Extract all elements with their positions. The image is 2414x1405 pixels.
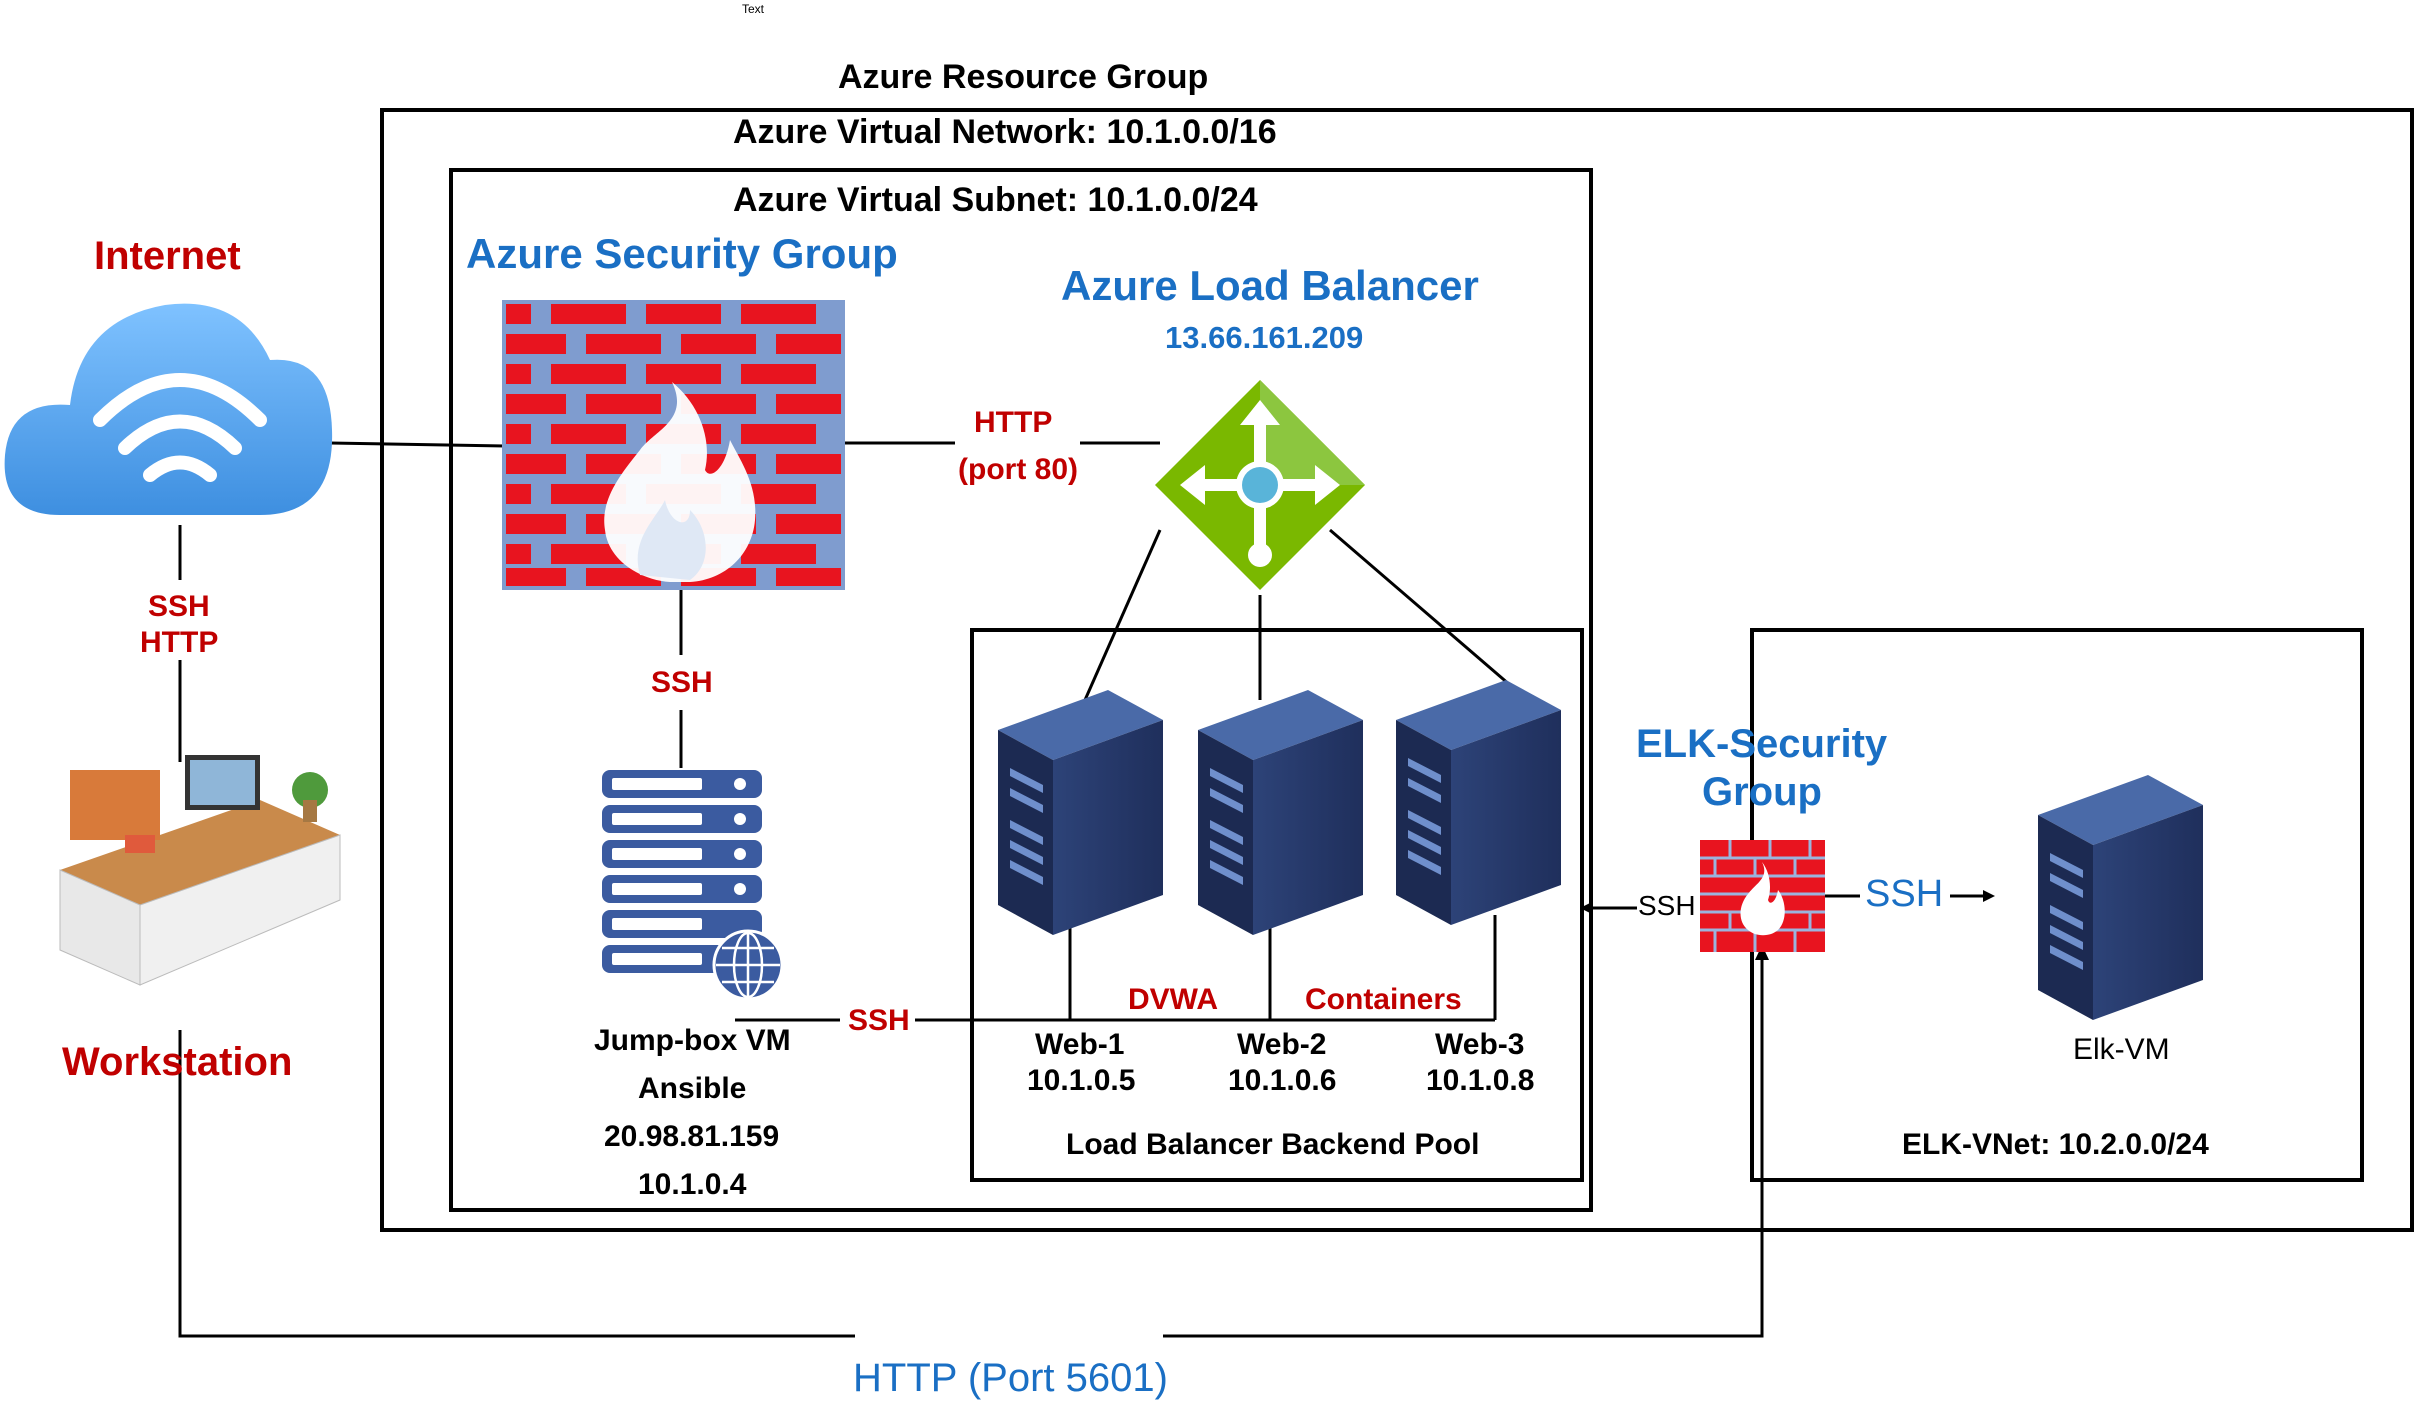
web2-name: Web-2 bbox=[1237, 1028, 1327, 1061]
web2-ip: 10.1.0.6 bbox=[1228, 1064, 1337, 1097]
vnet-label: Azure Virtual Network: 10.1.0.0/16 bbox=[733, 113, 1277, 151]
security-group-label: Azure Security Group bbox=[466, 230, 898, 277]
jumpbox-ssh-label: SSH bbox=[848, 1004, 910, 1037]
jumpbox-public-ip: 20.98.81.159 bbox=[604, 1120, 780, 1153]
kibana-link-line-a bbox=[178, 1030, 855, 1338]
elk-sg-label-line1: ELK-Security bbox=[1636, 722, 1888, 766]
internet-ssh-label: SSH bbox=[148, 590, 210, 623]
jumpbox-private-ip: 10.1.0.4 bbox=[638, 1168, 747, 1201]
firewall-ssh-label: SSH bbox=[651, 666, 713, 699]
elk-vm-server-icon bbox=[2038, 775, 2203, 1020]
internet-to-firewall-line bbox=[329, 441, 506, 448]
elk-sg-label-line2: Group bbox=[1702, 770, 1822, 814]
subnet-box bbox=[449, 168, 1593, 1212]
resource-group-box bbox=[380, 108, 2414, 1232]
connectors bbox=[178, 441, 1985, 1338]
ssh-out-arrowhead bbox=[1983, 890, 1995, 902]
elk-firewall-icon bbox=[1700, 840, 1825, 952]
elk-sg-ssh-out-label: SSH bbox=[1865, 873, 1944, 915]
web2-server-icon bbox=[1198, 690, 1363, 935]
workstation-label: Workstation bbox=[62, 1040, 293, 1084]
kibana-arrowhead bbox=[1755, 945, 1769, 960]
web1-name: Web-1 bbox=[1035, 1028, 1125, 1061]
lb-http-label: HTTP bbox=[974, 406, 1053, 439]
elk-vnet-label: ELK-VNet: 10.2.0.0/24 bbox=[1902, 1128, 2209, 1161]
load-balancer-icon bbox=[1155, 380, 1365, 590]
lb-to-web1-line bbox=[1083, 529, 1162, 701]
subnet-label: Azure Virtual Subnet: 10.1.0.0/24 bbox=[733, 181, 1258, 219]
containers-label: Containers bbox=[1305, 983, 1462, 1016]
jumpbox-role: Ansible bbox=[638, 1072, 747, 1105]
kibana-link-label: HTTP (Port 5601) bbox=[853, 1356, 1168, 1400]
elk-sg-ssh-in-label: SSH bbox=[1638, 890, 1696, 921]
cloud-wifi-icon bbox=[4, 303, 333, 515]
elk-vm-name: Elk-VM bbox=[2073, 1033, 2170, 1066]
internet-http-label: HTTP bbox=[140, 626, 219, 659]
backend-pool-box bbox=[970, 628, 1584, 1182]
lb-to-web3-line bbox=[1329, 528, 1511, 687]
lb-port-label: (port 80) bbox=[958, 453, 1078, 486]
workstation-desk-icon bbox=[59, 755, 341, 986]
top-text-label: Text bbox=[742, 2, 765, 16]
web3-server-icon bbox=[1396, 680, 1561, 925]
load-balancer-label: Azure Load Balancer bbox=[1061, 262, 1479, 309]
jumpbox-name: Jump-box VM bbox=[594, 1024, 791, 1057]
backend-pool-label: Load Balancer Backend Pool bbox=[1066, 1128, 1480, 1161]
load-balancer-ip: 13.66.161.209 bbox=[1165, 320, 1364, 355]
jumpbox-server-icon bbox=[602, 770, 784, 1001]
dvwa-label: DVWA bbox=[1128, 983, 1218, 1016]
web3-name: Web-3 bbox=[1435, 1028, 1525, 1061]
azure-firewall-icon bbox=[502, 300, 845, 590]
kibana-link-line-b bbox=[1163, 955, 1764, 1338]
ssh-in-arrowhead bbox=[1580, 902, 1592, 914]
web3-ip: 10.1.0.8 bbox=[1426, 1064, 1535, 1097]
internet-label: Internet bbox=[94, 234, 241, 278]
web1-server-icon bbox=[998, 690, 1163, 935]
web1-ip: 10.1.0.5 bbox=[1027, 1064, 1136, 1097]
resource-group-label: Azure Resource Group bbox=[838, 58, 1209, 96]
